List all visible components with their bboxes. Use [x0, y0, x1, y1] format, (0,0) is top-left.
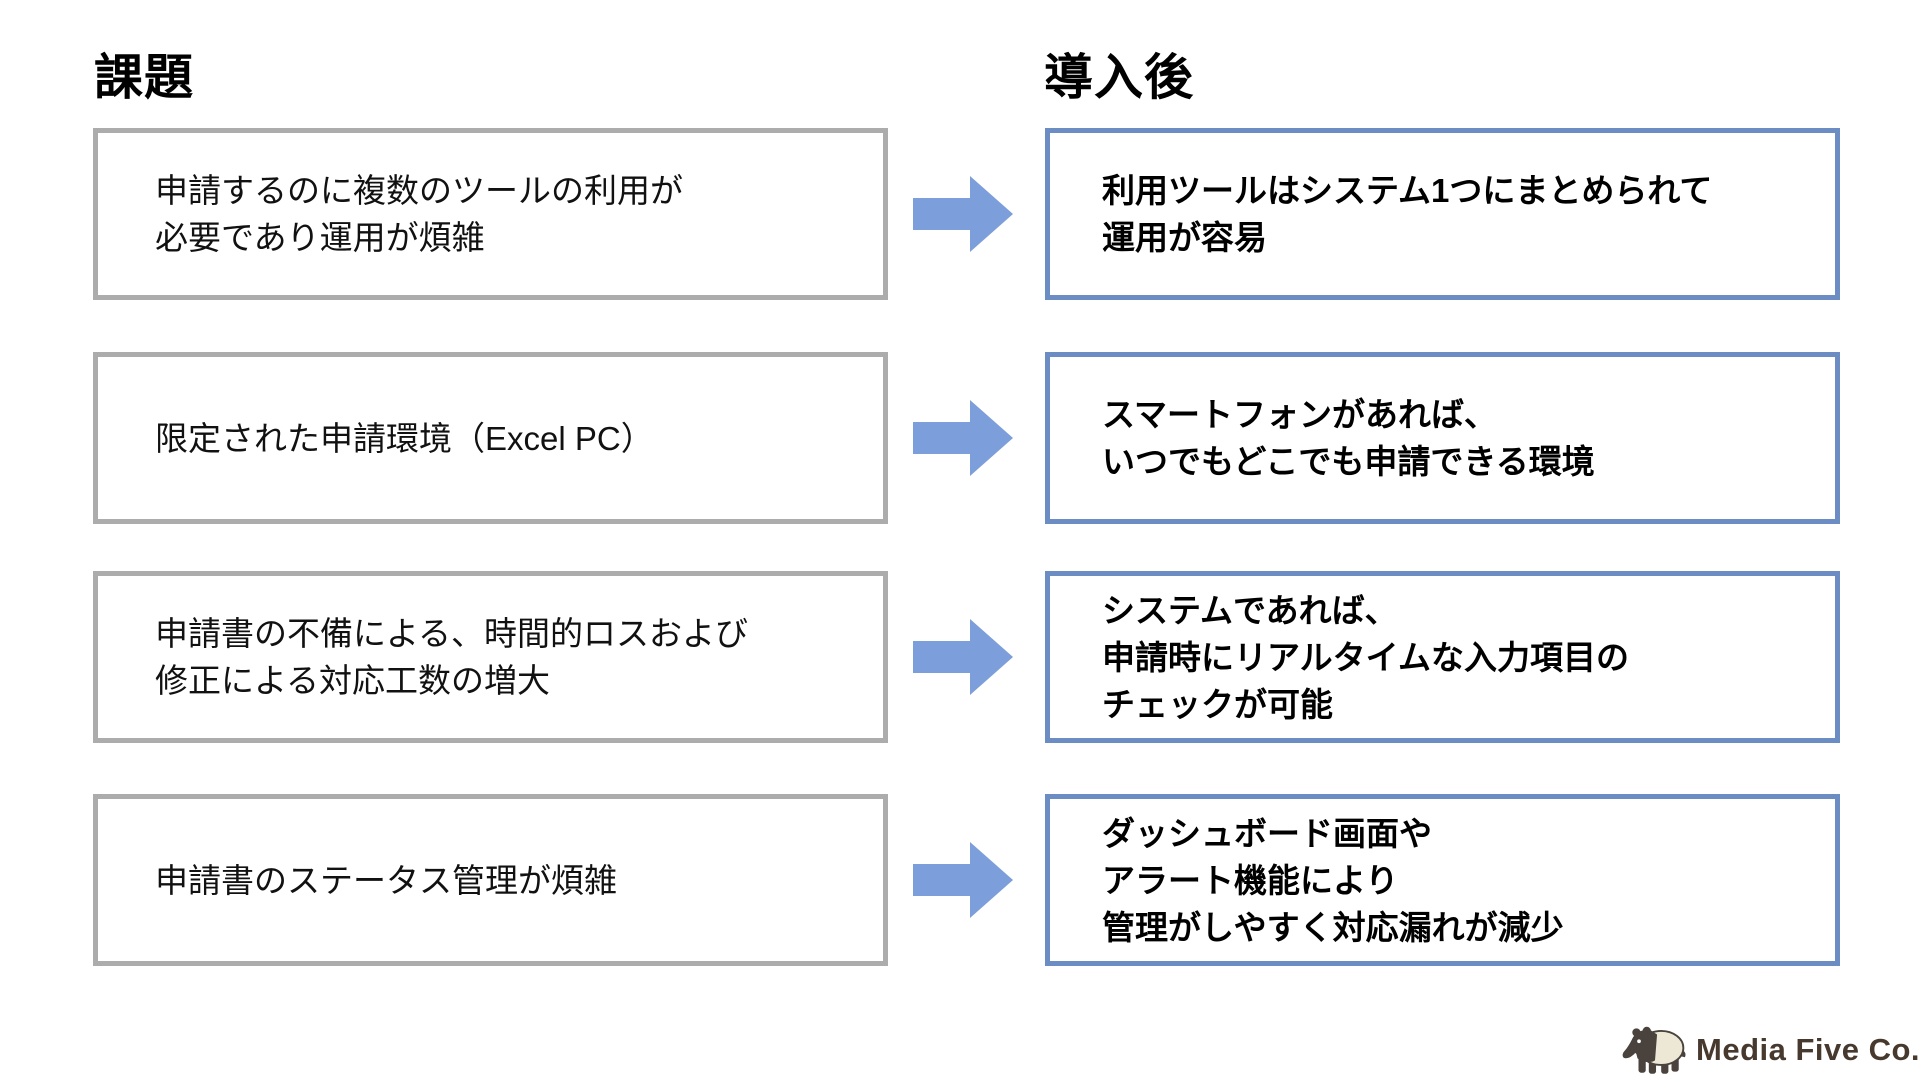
issue-text: 申請するのに複数のツールの利用が 必要であり運用が煩雑 [155, 172, 683, 256]
company-logo: Media Five Co. [1622, 1020, 1919, 1079]
right-arrow-icon [913, 176, 1013, 252]
issue-text: 申請書の不備による、時間的ロスおよび 修正による対応工数の増大 [155, 615, 749, 699]
comparison-row: 申請書の不備による、時間的ロスおよび 修正による対応工数の増大 システムであれば… [0, 571, 1919, 743]
comparison-row: 申請書のステータス管理が煩雑 ダッシュボード画面や アラート機能により 管理がし… [0, 794, 1919, 966]
issue-box-4: 申請書のステータス管理が煩雑 [93, 794, 888, 966]
benefit-box-2: スマートフォンがあれば、 いつでもどこでも申請できる環境 [1045, 352, 1840, 524]
benefit-box-4: ダッシュボード画面や アラート機能により 管理がしやすく対応漏れが減少 [1045, 794, 1840, 966]
issue-text: 限定された申請環境（Excel PC） [155, 419, 654, 457]
comparison-row: 申請するのに複数のツールの利用が 必要であり運用が煩雑 利用ツールはシステム1つ… [0, 128, 1919, 300]
issue-box-3: 申請書の不備による、時間的ロスおよび 修正による対応工数の増大 [93, 571, 888, 743]
benefit-text: システムであれば、 申請時にリアルタイムな入力項目の チェックが可能 [1102, 591, 1630, 723]
issue-box-1: 申請するのに複数のツールの利用が 必要であり運用が煩雑 [93, 128, 888, 300]
right-arrow-icon [913, 619, 1013, 695]
issue-text: 申請書のステータス管理が煩雑 [155, 861, 617, 899]
benefit-text: 利用ツールはシステム1つにまとめられて 運用が容易 [1102, 172, 1713, 256]
right-arrow-icon [913, 842, 1013, 918]
heading-issues: 課題 [94, 51, 195, 105]
benefit-text: スマートフォンがあれば、 いつでもどこでも申請できる環境 [1102, 396, 1595, 480]
issue-box-2: 限定された申請環境（Excel PC） [93, 352, 888, 524]
benefit-box-3: システムであれば、 申請時にリアルタイムな入力項目の チェックが可能 [1045, 571, 1840, 743]
tapir-icon [1622, 1026, 1686, 1074]
right-arrow-icon [913, 400, 1013, 476]
benefit-box-1: 利用ツールはシステム1つにまとめられて 運用が容易 [1045, 128, 1840, 300]
heading-after: 導入後 [1044, 51, 1195, 105]
company-name: Media Five Co. [1696, 1031, 1919, 1067]
benefit-text: ダッシュボード画面や アラート機能により 管理がしやすく対応漏れが減少 [1102, 814, 1564, 946]
comparison-row: 限定された申請環境（Excel PC） スマートフォンがあれば、 いつでもどこで… [0, 352, 1919, 524]
